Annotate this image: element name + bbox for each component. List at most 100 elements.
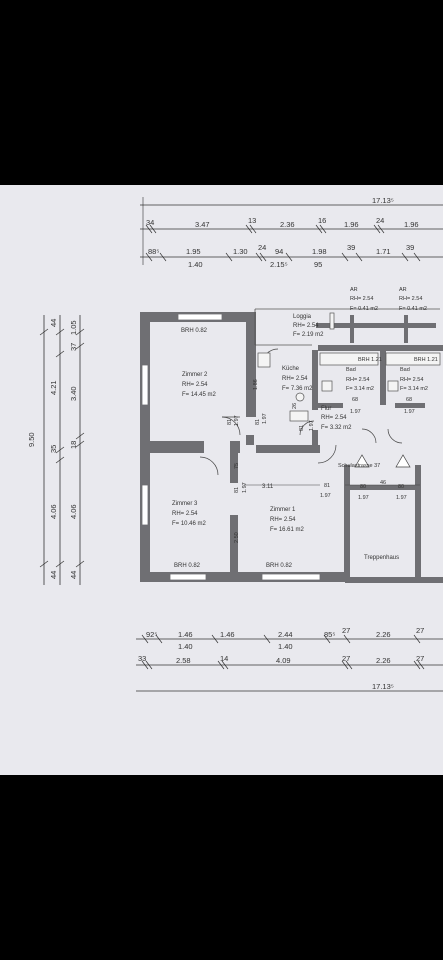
floor-plan-drawing: 17.13⁵ 34 3.47 13 2.36 16 1.96 24 1.96 8…	[27, 196, 443, 692]
room-name: Flur	[321, 406, 331, 412]
left-dim: 44	[69, 571, 78, 579]
room-height: RH= 2.54	[399, 296, 422, 302]
brh-label: BRH 0.82	[174, 563, 201, 569]
door-swings	[199, 348, 411, 476]
interior-dim: 81	[299, 425, 305, 431]
bottom-dim: 1.40	[178, 642, 193, 651]
bottom-dim: 1.40	[278, 642, 293, 651]
bottom-dim: 92⁵	[146, 630, 157, 639]
top-dim: 39	[406, 243, 414, 252]
left-dim: 1.05	[69, 320, 78, 335]
bottom-dimension-chain	[136, 634, 443, 692]
interior-dim: 1.97	[309, 420, 315, 431]
interior-dim: 26	[292, 403, 298, 409]
interior-dim: 1.97	[262, 413, 268, 424]
room-height: RH= 2.54	[172, 511, 198, 517]
top-dim: 13	[248, 216, 256, 225]
interior-dim: 46	[380, 480, 386, 486]
interior-dim: 1.97	[242, 482, 248, 493]
top-dim: 2.15⁵	[270, 260, 288, 269]
room-area: F= 3.14 m2	[346, 386, 374, 392]
top-dim: 1.96	[404, 220, 419, 229]
interior-dim: 68	[406, 397, 412, 403]
room-height: RH= 2.54	[321, 415, 347, 421]
bottom-dim: 14	[220, 654, 228, 663]
room-area: F= 10.46 m2	[172, 521, 207, 527]
bottom-dim: 2.26	[376, 630, 391, 639]
left-dim: 35	[49, 445, 58, 453]
room-name: Küche	[282, 366, 300, 372]
left-dim: 4.21	[49, 380, 58, 395]
room-area: F= 3.14 m2	[400, 386, 428, 392]
windows	[141, 313, 321, 581]
bottom-dim: 27	[416, 626, 424, 635]
room-name: AR	[399, 287, 407, 293]
bottom-dim: 85⁵	[324, 630, 335, 639]
room-area: F= 0.41 m2	[350, 306, 378, 312]
interior-dim: 1.97	[320, 493, 331, 499]
room-area: F= 3.32 m2	[321, 425, 352, 431]
bottom-total-dimension: 17.13⁵	[372, 682, 394, 691]
bottom-dim: 27	[342, 626, 350, 635]
top-dim: 34	[146, 218, 154, 227]
interior-dim: 1.97	[234, 415, 240, 426]
interior-dim: 81	[227, 419, 233, 425]
room-name: Bad	[400, 367, 410, 373]
fixtures	[257, 312, 441, 422]
interior-dim: 2.50	[234, 532, 240, 543]
room-height: RH= 2.54	[346, 377, 369, 383]
top-dim: 24	[258, 243, 266, 252]
top-dim: 3.47	[195, 220, 210, 229]
top-dim: 94	[275, 247, 283, 256]
interior-dim: 68	[352, 397, 358, 403]
room-area: F= 7.36 m2	[282, 386, 313, 392]
interior-dim: 81	[255, 419, 261, 425]
floor-plan-photo: 17.13⁵ 34 3.47 13 2.36 16 1.96 24 1.96 8…	[0, 185, 443, 775]
top-dim: 1.96	[344, 220, 359, 229]
room-height: RH= 2.54	[400, 377, 423, 383]
left-dim: 44	[49, 319, 58, 327]
room-name: AR	[350, 287, 358, 293]
room-area: F= 2.19 m2	[293, 332, 324, 338]
bottom-dim: 27	[342, 654, 350, 663]
brh-label: BRH 1.21	[414, 357, 438, 363]
room-name: Treppenhaus	[364, 555, 399, 561]
room-height: RH= 2.54	[182, 382, 208, 388]
bottom-dim: 27	[416, 654, 424, 663]
room-height: RH= 2.54	[282, 376, 308, 382]
top-dimension-chain	[140, 197, 443, 265]
top-dim: 1.98	[312, 247, 327, 256]
room-height: RH= 2.54	[270, 517, 296, 523]
top-dim: 2.36	[280, 220, 295, 229]
top-dim: 1.30	[233, 247, 248, 256]
top-total-dimension: 17.13⁵	[372, 196, 394, 205]
top-dim: 24	[376, 216, 384, 225]
room-area: F= 16.61 m2	[270, 527, 305, 533]
left-total-dimension: 9.50	[27, 432, 36, 447]
bottom-dim: 2.26	[376, 656, 391, 665]
brh-label: BRH 0.82	[266, 563, 293, 569]
top-dim: 39	[347, 243, 355, 252]
left-dim: 37	[69, 343, 78, 351]
top-dim: 16	[318, 216, 326, 225]
room-height: RH= 2.54	[293, 323, 319, 329]
interior-dim: 1.97	[404, 409, 415, 415]
brh-label: BRH 1.21	[358, 357, 382, 363]
loggia-outline	[254, 308, 440, 346]
interior-dim: 3.11	[262, 484, 274, 490]
left-dim: 4.06	[49, 504, 58, 519]
street-label: Schulastrasse 37	[338, 463, 380, 469]
left-dim: 3.40	[69, 386, 78, 401]
room-name: Loggia	[293, 314, 312, 320]
interior-dim: 81	[234, 487, 240, 493]
room-area: F= 0.41 m2	[399, 306, 427, 312]
bottom-dim: 1.46	[178, 630, 193, 639]
top-dim: 1.71	[376, 247, 391, 256]
room-height: RH= 2.54	[350, 296, 373, 302]
interior-dim: 80	[360, 484, 366, 490]
room-name: Bad	[346, 367, 356, 373]
brh-label: BRH 0.82	[181, 328, 208, 334]
top-dim: 95	[314, 260, 322, 269]
top-dim: 1.95	[186, 247, 201, 256]
walls	[140, 312, 443, 583]
